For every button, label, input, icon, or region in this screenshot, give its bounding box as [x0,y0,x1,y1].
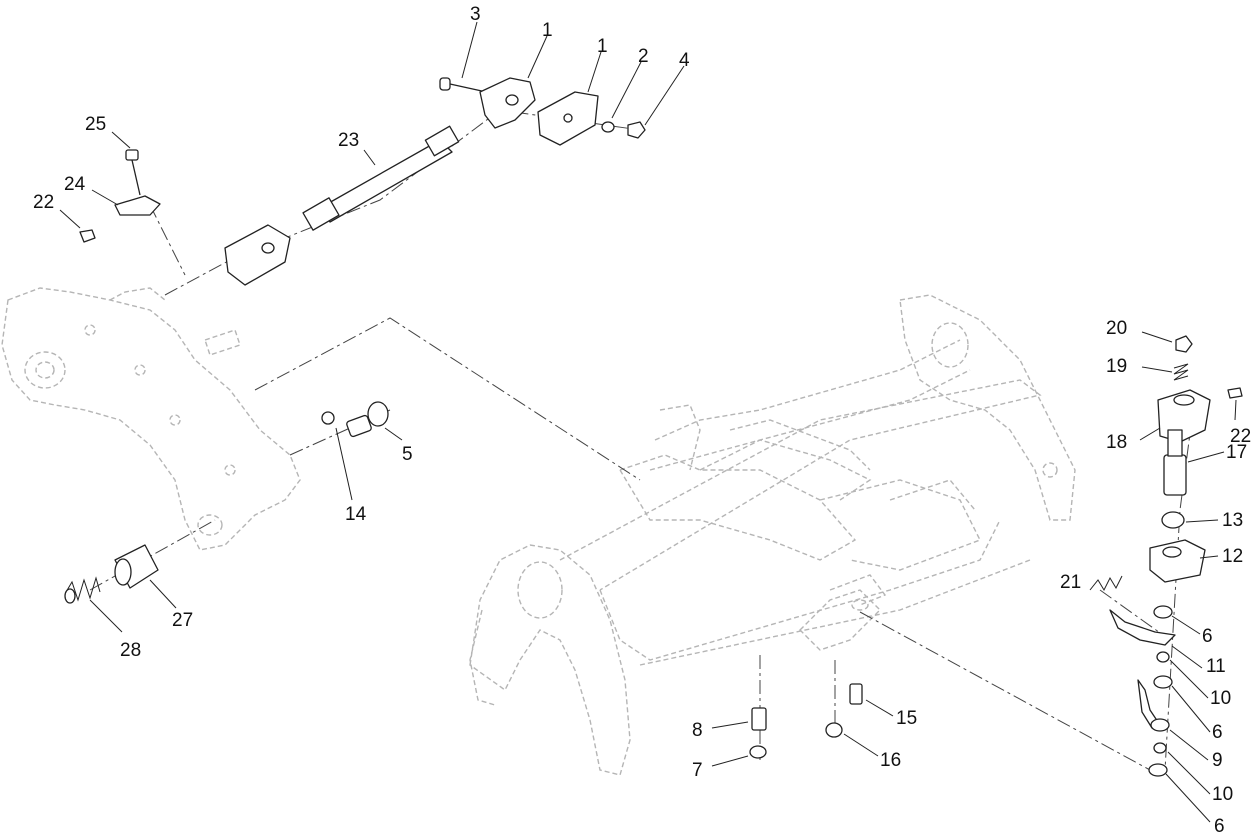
callout-16: 16 [880,750,901,771]
assembly-centerlines [89,109,1196,771]
callout-28: 28 [120,640,141,661]
clip-22-right [1227,387,1243,399]
transaxle-ghost [1,287,301,551]
washer-9 [1150,718,1170,732]
callout-24: 24 [64,174,86,195]
collar-12 [1149,539,1206,583]
callout-8: 8 [692,720,703,741]
callout-1: 1 [597,36,608,57]
parts [64,77,1243,777]
spacer-14 [321,411,335,425]
washer-7 [749,745,767,759]
arm-11 [1109,609,1176,646]
sleeve-27 [114,544,159,589]
washer-6b [1153,675,1173,689]
clip-22-left [79,229,96,243]
callout-22: 22 [1230,426,1251,447]
callout-17: 17 [1226,442,1247,463]
nut-16 [825,722,843,738]
callout-11: 11 [1206,656,1226,677]
callout-14: 14 [345,504,367,525]
callout-6: 6 [1214,816,1225,837]
callout-6: 6 [1212,722,1223,743]
nut-20 [1175,335,1193,353]
washer-2 [601,121,615,133]
bracket-18 [1157,389,1211,443]
callout-22: 22 [33,192,54,213]
callout-1: 1 [542,20,553,41]
callout-20: 20 [1106,318,1127,339]
spacer-10b [1153,742,1167,754]
bolt-8 [751,707,767,731]
callout-7: 7 [692,760,703,781]
callout-12: 12 [1222,546,1243,567]
callout-labels: 3 1 1 2 4 25 23 24 22 20 19 18 22 17 13 … [33,4,1251,837]
spring-19 [1173,363,1189,381]
callout-25: 25 [85,114,106,135]
washer-6c [1148,763,1168,777]
callout-6: 6 [1202,626,1213,647]
lever-24 [114,195,161,216]
shaft-coupler [224,224,291,286]
bolt-15 [849,683,863,705]
nut-4 [627,121,646,139]
yoke-half-1a [479,77,536,129]
callout-13: 13 [1222,510,1243,531]
bushing-5 [346,401,389,438]
main-frame-ghost [469,294,1076,776]
washer-6a [1153,605,1173,619]
callout-2: 2 [638,46,649,67]
callout-5: 5 [402,444,413,465]
spring-21 [1089,575,1123,592]
callout-18: 18 [1106,432,1127,453]
callout-10: 10 [1212,784,1233,805]
leader-lines [59,21,1237,823]
callout-15: 15 [896,708,917,729]
callout-21: 21 [1060,572,1081,593]
spring-28 [64,576,101,604]
callout-3: 3 [470,4,481,25]
callout-27: 27 [172,610,193,631]
callout-23: 23 [338,130,359,151]
callout-10: 10 [1210,688,1231,709]
drive-shaft-23 [302,125,460,231]
callout-9: 9 [1212,750,1223,771]
shaft-17 [1163,429,1187,496]
yoke-half-1b [537,91,599,146]
callout-19: 19 [1106,356,1127,377]
spacer-10a [1156,651,1170,663]
bolt-25 [125,149,141,196]
callout-4: 4 [679,50,690,71]
bushing-13 [1161,511,1185,529]
